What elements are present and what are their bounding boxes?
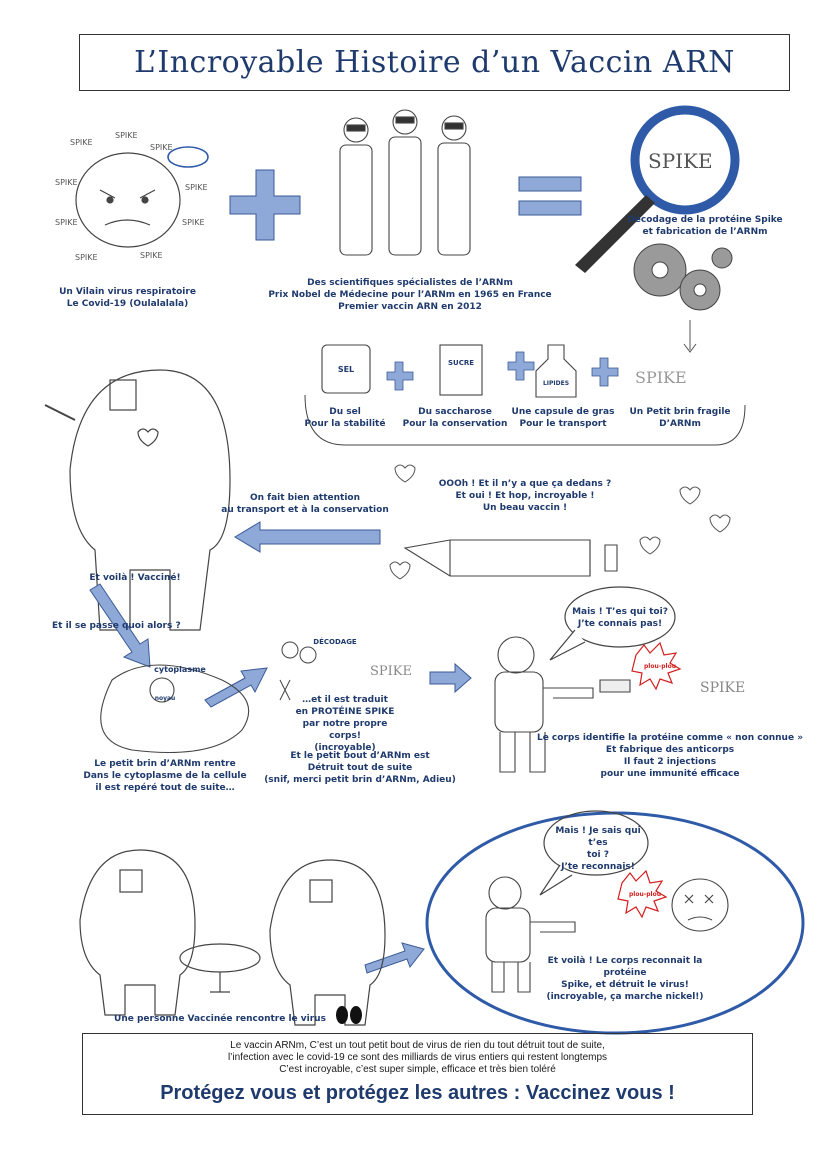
final-caption: Et voilà ! Le corps reconnait la protéin… (546, 956, 704, 1002)
monster-drawing (44, 369, 231, 631)
spike-text-2: SPIKE (700, 680, 746, 696)
bubble-1-text: Mais ! T’es qui toi?J’te connais pas! (572, 607, 668, 629)
decoder-label: DÉCODAGE (313, 638, 357, 646)
svg-text:SPIKE: SPIKE (182, 218, 205, 227)
nucleus-label: noyau (154, 695, 176, 702)
svg-text:SPIKE: SPIKE (150, 143, 173, 152)
lipid-bottle-label: LIPIDES (542, 380, 570, 387)
svg-text:SPIKE: SPIKE (115, 131, 138, 140)
footer-text: Le vaccin ARNm, C’est un tout petit bout… (227, 1040, 608, 1075)
equals-sign (518, 176, 582, 216)
ingredient-plus-signs (386, 351, 619, 391)
scientists-drawing (339, 109, 471, 256)
astronaut-drawing (494, 636, 631, 773)
svg-text:SPIKE: SPIKE (55, 218, 78, 227)
ingredients-drawing (321, 344, 577, 398)
syringe-caption: OOOh ! Et il n’y a que ça dedans ?Et oui… (438, 479, 612, 513)
magnifier-drawing: SPIKE (575, 105, 740, 273)
title-box: L’Incroyable Histoire d’un Vaccin ARN (79, 34, 790, 91)
svg-text:SPIKE: SPIKE (75, 253, 98, 262)
page-title: L’Incroyable Histoire d’un Vaccin ARN (134, 45, 735, 80)
cell-drawing (100, 664, 250, 754)
cytoplasm-label: cytoplasme (154, 665, 206, 674)
hearts-decoration (389, 464, 731, 580)
spike-magnified-text: SPIKE (648, 149, 713, 173)
svg-text:SPIKE: SPIKE (55, 178, 78, 187)
immune-caption: Le corps identifie la protéine comme « n… (536, 733, 804, 779)
svg-text:SPIKE: SPIKE (140, 251, 163, 260)
plop-text-1: plou-plou (644, 663, 676, 670)
speech-bubble-1 (564, 586, 676, 648)
gears-drawing (633, 243, 733, 353)
what-happens-caption: Et il se passe quoi alors ? (52, 621, 181, 631)
virus-drawing: SPIKE SPIKE SPIKE SPIKE SPIKE SPIKE SPIKE SPI… (55, 131, 209, 262)
ingredients-brace (304, 394, 746, 446)
svg-text:SPIKE: SPIKE (185, 183, 208, 192)
sugar-box-label: SUCRE (447, 359, 475, 367)
speech-bubble-2 (543, 810, 649, 876)
astronaut-drawing-2 (485, 876, 576, 993)
svg-text:SPIKE: SPIKE (70, 138, 93, 147)
eyes-icon (336, 1006, 362, 1024)
plop-burst-2 (617, 869, 668, 919)
defeated-virus-drawing (671, 878, 729, 932)
mrna-strand-text: SPIKE (635, 368, 687, 387)
flow-arrows (89, 521, 472, 974)
footer-box: Le vaccin ARNm, C’est un tout petit bout… (82, 1033, 753, 1115)
decoder-drawing (279, 641, 317, 701)
footer-call-to-action: Protégez vous et protégez les autres : V… (160, 1082, 675, 1104)
spike-text-1: SPIKE (370, 664, 412, 679)
salt-jar-label: SEL (337, 365, 355, 374)
plop-text-2: plou-plou (629, 891, 661, 898)
encounter-caption: Une personne Vaccinée rencontre le virus (114, 1014, 326, 1024)
syringe-drawing (403, 539, 618, 577)
scientists-caption: Des scientifiques spécialistes de l’ARNm… (268, 278, 552, 312)
vaccinated-caption: Et voilà ! Vacciné! (89, 573, 181, 583)
plop-burst-1 (631, 641, 682, 691)
plus-sign (229, 169, 301, 241)
vaccinated-monsters-drawing (79, 849, 386, 1026)
